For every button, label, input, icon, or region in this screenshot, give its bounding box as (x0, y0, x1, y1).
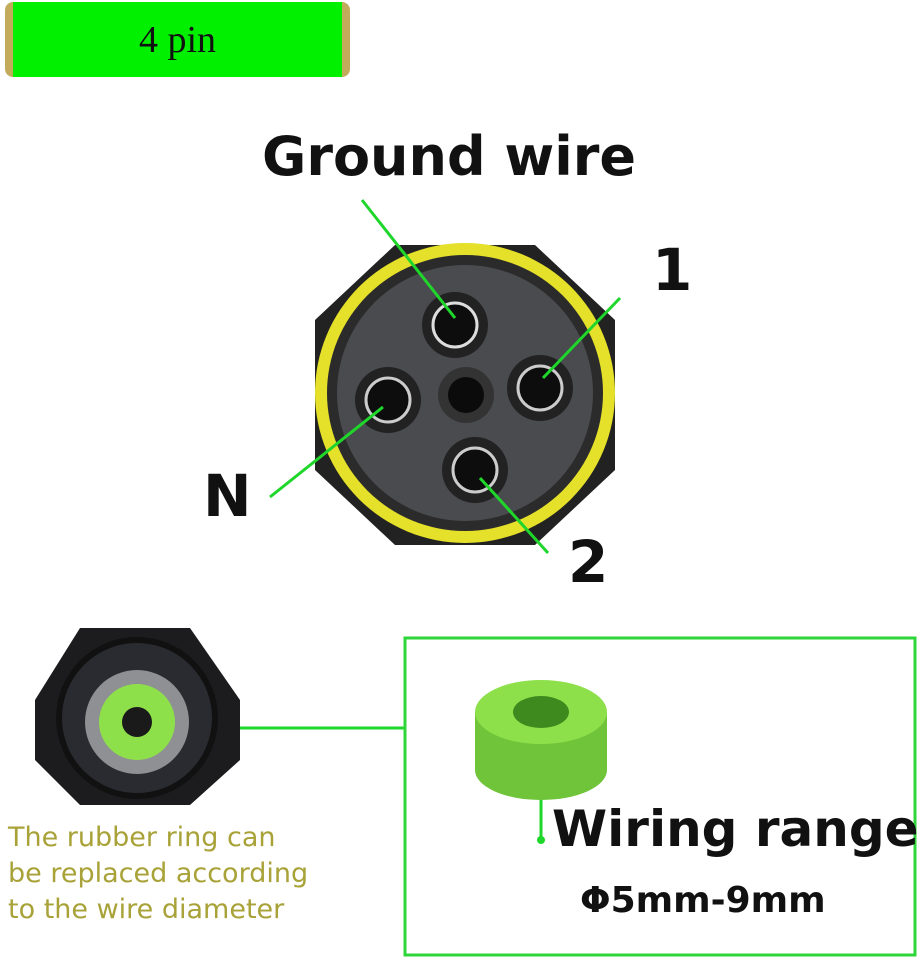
pointer-lines (240, 199, 622, 840)
rubber-ring-note: The rubber ring can be replaced accordin… (8, 820, 308, 928)
wiring-range-title: Wiring range (552, 800, 919, 858)
pin-hole-2 (442, 437, 508, 503)
wiring-range-value: Φ5mm-9mm (580, 880, 826, 921)
neutral-label: N (203, 462, 252, 530)
note-line: to the wire diameter (8, 894, 285, 925)
pin-count-label: 4 pin (13, 2, 342, 77)
cable-gland-photo (35, 628, 240, 805)
pin-1-label: 1 (652, 236, 693, 304)
wiring-range-box (403, 636, 917, 957)
ground-wire-label: Ground wire (262, 125, 637, 188)
note-line: The rubber ring can (8, 822, 276, 853)
pin-hole-ground (422, 292, 488, 358)
note-line: be replaced according (8, 858, 309, 889)
connector-face (315, 243, 615, 545)
pin-count-banner: 4 pin (5, 2, 350, 77)
pin-hole-1 (507, 355, 573, 421)
rubber-ring-photo (475, 680, 607, 800)
pin-2-label: 2 (568, 528, 609, 596)
